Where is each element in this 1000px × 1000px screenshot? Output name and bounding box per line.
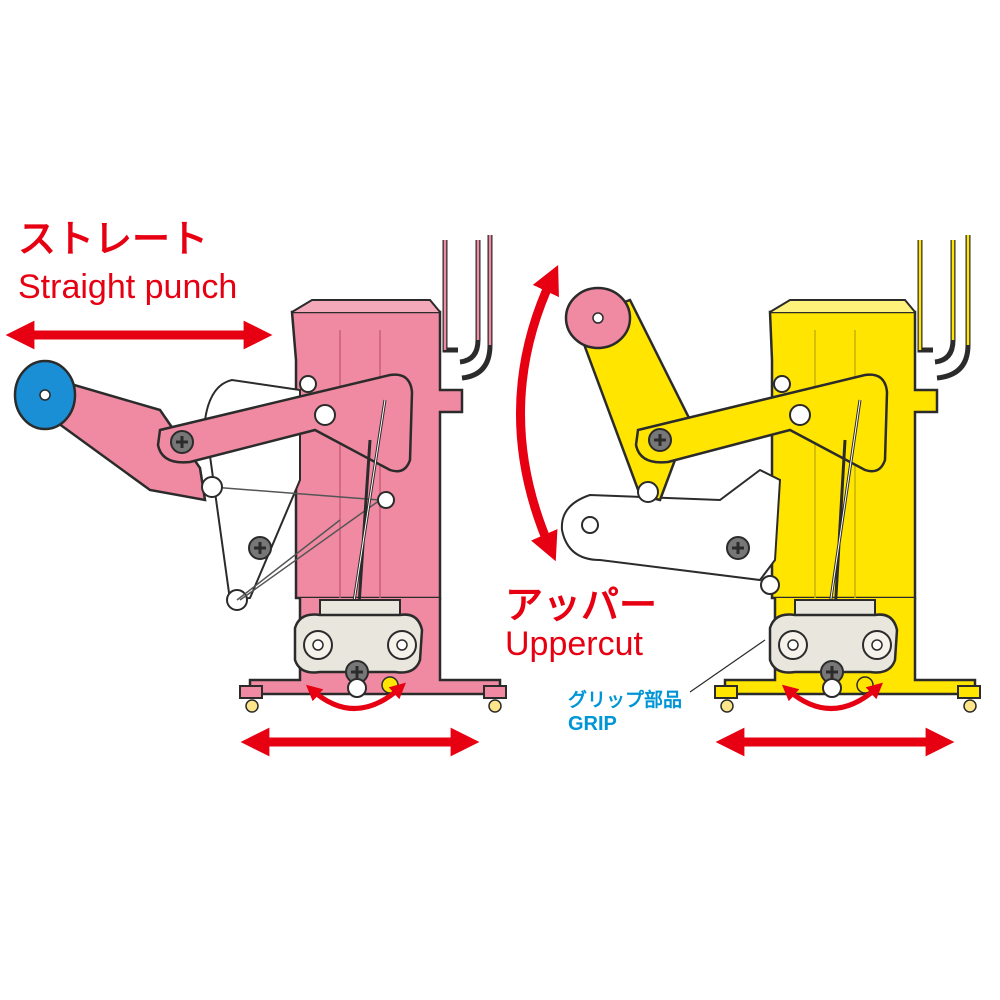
uppercut-label-en: Uppercut bbox=[505, 625, 644, 663]
right-grip-rotate-arrow bbox=[781, 682, 883, 711]
uppercut-arrow bbox=[516, 264, 559, 562]
pink-robot-straight bbox=[13, 235, 507, 713]
grip-label-en: GRIP bbox=[568, 713, 617, 735]
uppercut-label-jp: アッパー bbox=[505, 583, 657, 627]
straight-punch-label-en: Straight punch bbox=[18, 268, 237, 306]
motion-arrows bbox=[5, 264, 955, 757]
yellow-robot-uppercut bbox=[560, 235, 981, 713]
grip-leader-line bbox=[689, 639, 766, 693]
grip-label-jp: グリップ部品 bbox=[568, 688, 682, 711]
straight-punch-label-jp: ストレート bbox=[18, 217, 208, 261]
left-grip-rotate-arrow bbox=[306, 682, 406, 711]
